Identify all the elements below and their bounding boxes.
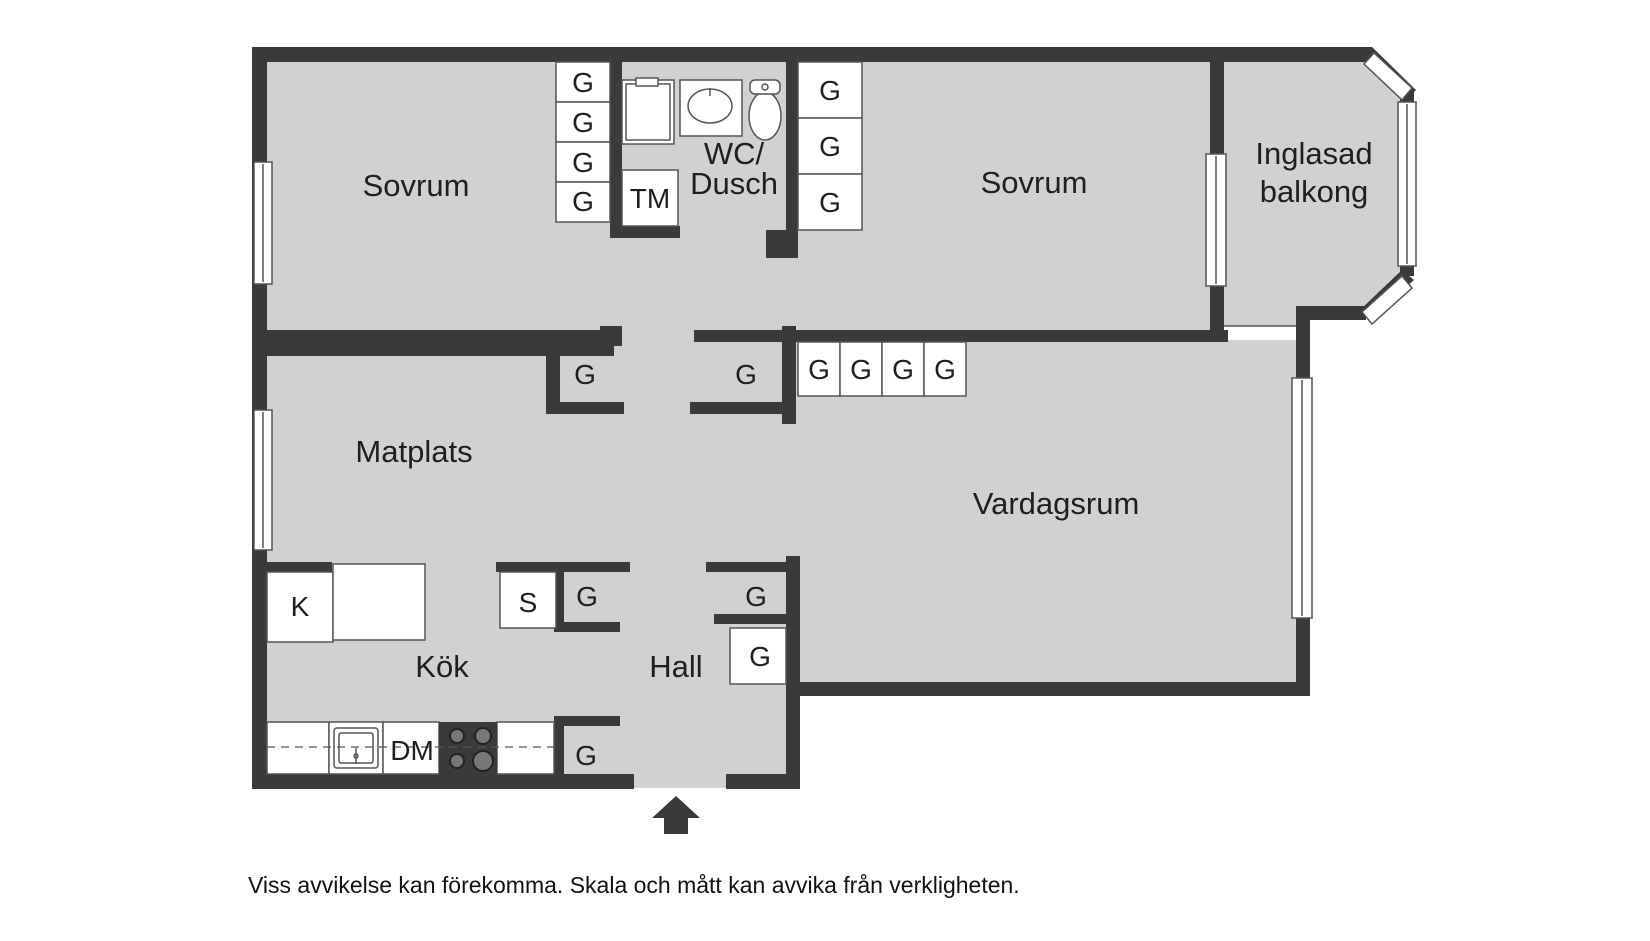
disclaimer-text: Viss avvikelse kan förekomma. Skala och …: [248, 872, 1020, 898]
wall-bottom-left: [252, 774, 634, 789]
wall-wardrobe-top-left: [600, 326, 622, 346]
wall-kitchen-closet-top: [554, 716, 620, 726]
wall-hall-closet-right-mid: [714, 614, 800, 624]
stove-burner-2: [474, 727, 492, 745]
dishwasher: [382, 721, 440, 775]
stove: [439, 722, 497, 774]
wall-balcony-bottom: [1296, 306, 1366, 320]
label-wardrobe-living-4: G: [934, 354, 956, 385]
label-fridge: K: [291, 591, 310, 622]
label-bathroom-line1: WC/: [704, 136, 765, 171]
stove-burner-4: [472, 750, 494, 772]
fridge: [266, 571, 334, 643]
label-wardrobe-br-3: G: [819, 187, 841, 218]
wall-hall-closet-left-bottom: [554, 622, 620, 632]
window-bay-bottom: [1360, 274, 1414, 326]
fixture-labels: G G G G G G G G G G G G G TM K S G G G D…: [291, 67, 956, 771]
label-wardrobe-living-3: G: [892, 354, 914, 385]
wardrobe-living-1: [797, 341, 841, 397]
wardrobe-hall: [729, 627, 787, 685]
label-wardrobe-living-2: G: [850, 354, 872, 385]
floor-balcony: [1222, 62, 1408, 326]
wardrobe-living-3: [881, 341, 925, 397]
wardrobe-bedroom-left-3: [555, 141, 611, 183]
arrow-up-icon: [652, 796, 700, 834]
shower-head: [635, 77, 659, 87]
washing-machine: [621, 169, 679, 227]
wall-bedroom-stub: [546, 330, 560, 410]
window-bay-top: [1362, 51, 1414, 102]
wall-wardrobe-bottom-left: [546, 402, 624, 414]
storage: [499, 571, 557, 629]
stove-burner-1: [449, 728, 465, 744]
floor-hall: [600, 300, 794, 788]
label-hall: Hall: [649, 649, 702, 684]
wall-wardrobe-right-top: [694, 330, 790, 342]
wall-bedroom-right-bottom: [782, 330, 1228, 342]
label-wardrobe-br-2: G: [819, 131, 841, 162]
label-wardrobe-bl-1: G: [572, 67, 594, 98]
kitchen-sink-basin: [333, 727, 379, 769]
label-wardrobe-hall-top: G: [735, 359, 757, 390]
stove-burner-3: [449, 753, 465, 769]
label-bathroom-line2: Dusch: [690, 166, 778, 201]
room-labels: Sovrum Sovrum WC/ Dusch Inglasad balkong…: [355, 136, 1372, 684]
shower: [621, 79, 675, 145]
wall-bottom-right: [726, 774, 800, 789]
label-kitchen: Kök: [415, 649, 469, 684]
wall-living-bottom: [786, 682, 1310, 696]
kitchen-counter-left: [266, 721, 330, 775]
wardrobe-bedroom-right-3: [797, 173, 863, 231]
wardrobe-bedroom-left-2: [555, 101, 611, 143]
wall-bath-stub: [766, 230, 798, 258]
floor-living: [790, 340, 1298, 682]
wall-top: [252, 47, 1368, 62]
wall-wardrobe-right-side: [782, 326, 796, 424]
label-living: Vardagsrum: [973, 486, 1140, 521]
toilet-button: [761, 83, 769, 91]
kitchen-sink-drain: [353, 753, 359, 759]
label-washing-machine: TM: [630, 183, 670, 214]
wardrobe-bedroom-left-4: [555, 181, 611, 223]
kitchen-counter-right: [496, 721, 555, 775]
label-wardrobe-bl-2: G: [572, 107, 594, 138]
label-dining: Matplats: [355, 434, 472, 469]
wall-bath-left: [610, 62, 622, 238]
label-wardrobe-bl-3: G: [572, 147, 594, 178]
wall-kitchen-closet-side: [554, 716, 564, 788]
label-dishwasher: DM: [390, 735, 434, 766]
label-wardrobe-hall-lower: G: [749, 641, 771, 672]
label-storage: S: [519, 587, 538, 618]
kitchen-sink: [333, 727, 379, 769]
label-wardrobe-kitchen: G: [575, 740, 597, 771]
label-balcony-line2: balkong: [1260, 174, 1369, 209]
wall-hall-closet-left-side: [554, 562, 564, 632]
wall-wardrobe-right-bottom: [690, 402, 794, 414]
kitchen-counter-island: [332, 563, 426, 641]
wall-bath-bottom-left: [610, 226, 680, 238]
wall-bath-right: [786, 62, 798, 258]
label-wardrobe-hall-left: G: [576, 581, 598, 612]
fixtures: [266, 61, 967, 775]
wall-kitchen-top: [252, 562, 332, 572]
label-wardrobe-bl-4: G: [572, 186, 594, 217]
label-wardrobe-dining: G: [574, 359, 596, 390]
floor-bedroom-left: [266, 62, 610, 330]
label-bedroom-right: Sovrum: [981, 165, 1088, 200]
windows: [253, 51, 1417, 619]
label-balcony-line1: Inglasad: [1255, 136, 1372, 171]
wardrobe-bedroom-right-1: [797, 61, 863, 119]
wardrobe-living-4: [923, 341, 967, 397]
label-wardrobe-hall-right: G: [745, 581, 767, 612]
bathroom-sanitary: [635, 77, 782, 141]
toilet-bowl: [748, 91, 782, 141]
label-wardrobe-br-1: G: [819, 75, 841, 106]
wall-hall-right: [786, 556, 800, 789]
label-wardrobe-living-1: G: [808, 354, 830, 385]
wall-hall-closet-right-top: [706, 562, 800, 572]
label-bedroom-left: Sovrum: [363, 168, 470, 203]
wardrobe-bedroom-left-1: [555, 61, 611, 103]
